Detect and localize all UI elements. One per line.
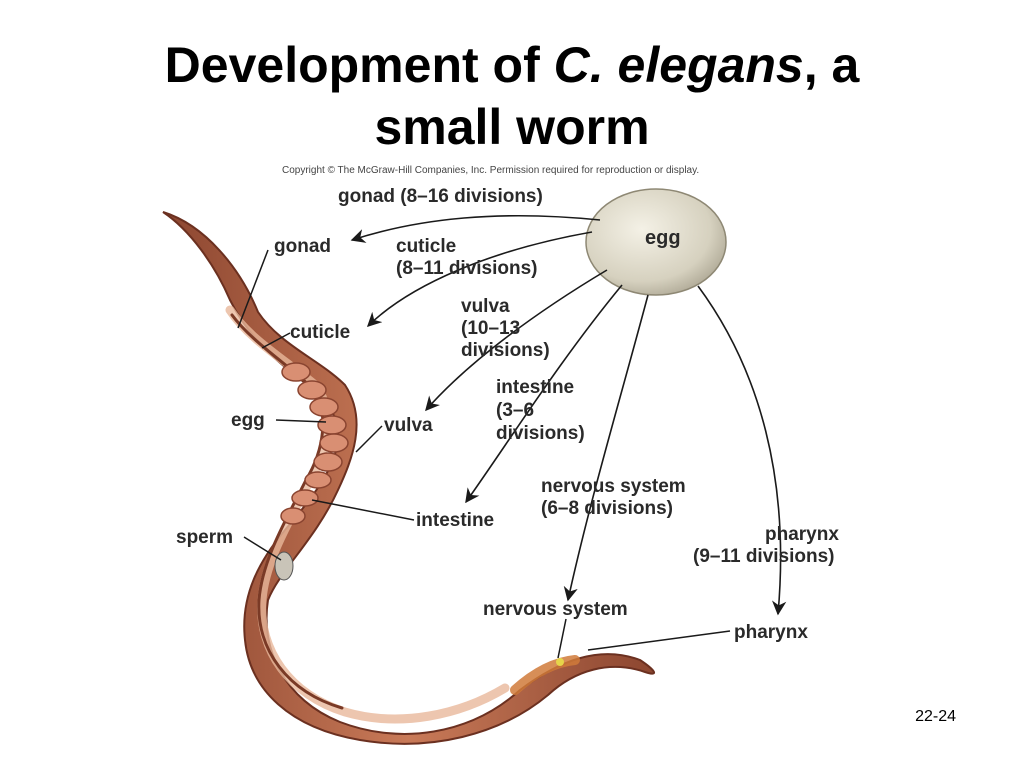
label-gonad: gonad <box>274 236 331 257</box>
worm-egg <box>280 507 306 525</box>
label-intestine-divisions-3: divisions) <box>496 423 585 444</box>
label-vulva: vulva <box>384 415 433 436</box>
worm-egg <box>304 471 332 489</box>
label-sperm: sperm <box>176 527 233 548</box>
label-cuticle-divisions-1: cuticle <box>396 236 456 257</box>
label-vulva-divisions-3: divisions) <box>461 340 550 361</box>
worm-egg <box>309 397 339 417</box>
label-intestine-divisions-2: (3–6 <box>496 400 534 421</box>
label-cuticle: cuticle <box>290 322 350 343</box>
title-prefix: Development of <box>164 37 554 93</box>
lineage-arrows <box>350 214 787 616</box>
arrow-to-cuticle <box>366 231 593 328</box>
worm-structure-labels: gonad cuticle egg vulva intestine sperm … <box>176 236 808 643</box>
worm-pharynx-region <box>510 655 580 695</box>
label-vulva-divisions-2: (10–13 <box>461 318 520 339</box>
arrow-to-pharynx <box>697 285 787 616</box>
division-labels: gonad (8–16 divisions) cuticle (8–11 div… <box>338 186 839 567</box>
egg-label: egg <box>645 227 681 249</box>
worm-sperm-region <box>274 551 294 581</box>
worm-egg <box>281 362 311 382</box>
leader-vulva <box>355 425 383 453</box>
slide-title: Development of C. elegans, a small worm <box>0 34 1024 158</box>
label-vulva-divisions-1: vulva <box>461 296 510 317</box>
arrow-to-intestine <box>465 284 623 504</box>
title-line-2: small worm <box>374 99 650 155</box>
label-pharynx: pharynx <box>734 622 808 643</box>
leader-lines <box>237 249 731 659</box>
label-pharynx-divisions-1: pharynx <box>765 524 839 545</box>
leader-intestine <box>311 499 415 521</box>
arrow-to-nervous-system <box>563 294 649 602</box>
label-cuticle-divisions-2: (8–11 divisions) <box>396 258 538 279</box>
leader-nervous-system <box>557 618 567 659</box>
leader-sperm <box>243 536 282 561</box>
slide-number: 22-24 <box>915 708 956 725</box>
egg-cell: egg <box>585 188 727 296</box>
label-pharynx-divisions-2: (9–11 divisions) <box>693 546 835 567</box>
worm-egg <box>317 415 347 435</box>
label-gonad-divisions: gonad (8–16 divisions) <box>338 186 543 207</box>
copyright-notice: Copyright © The McGraw-Hill Companies, I… <box>282 165 700 176</box>
leader-egg <box>275 419 327 423</box>
egg-shape <box>585 188 727 296</box>
label-intestine-divisions-1: intestine <box>496 377 574 398</box>
leader-cuticle <box>261 332 291 349</box>
worm-egg <box>313 452 343 472</box>
label-nervous-system: nervous system <box>483 599 628 620</box>
worm-egg <box>297 380 327 400</box>
worm-egg <box>319 433 349 453</box>
worm-illustration <box>162 211 655 745</box>
label-nervous-divisions-2: (6–8 divisions) <box>541 498 673 519</box>
title-species: C. elegans <box>553 37 804 93</box>
worm-egg <box>291 489 319 507</box>
arrow-to-vulva <box>425 269 608 412</box>
leader-gonad <box>237 249 269 329</box>
worm-eggs <box>280 362 349 525</box>
title-suffix: , a <box>803 37 860 93</box>
label-intestine: intestine <box>416 510 494 531</box>
label-egg: egg <box>231 410 265 431</box>
arrow-to-gonad <box>350 214 601 243</box>
worm-nerve-ring <box>556 658 564 666</box>
leader-pharynx <box>587 630 731 651</box>
label-nervous-divisions-1: nervous system <box>541 476 686 497</box>
